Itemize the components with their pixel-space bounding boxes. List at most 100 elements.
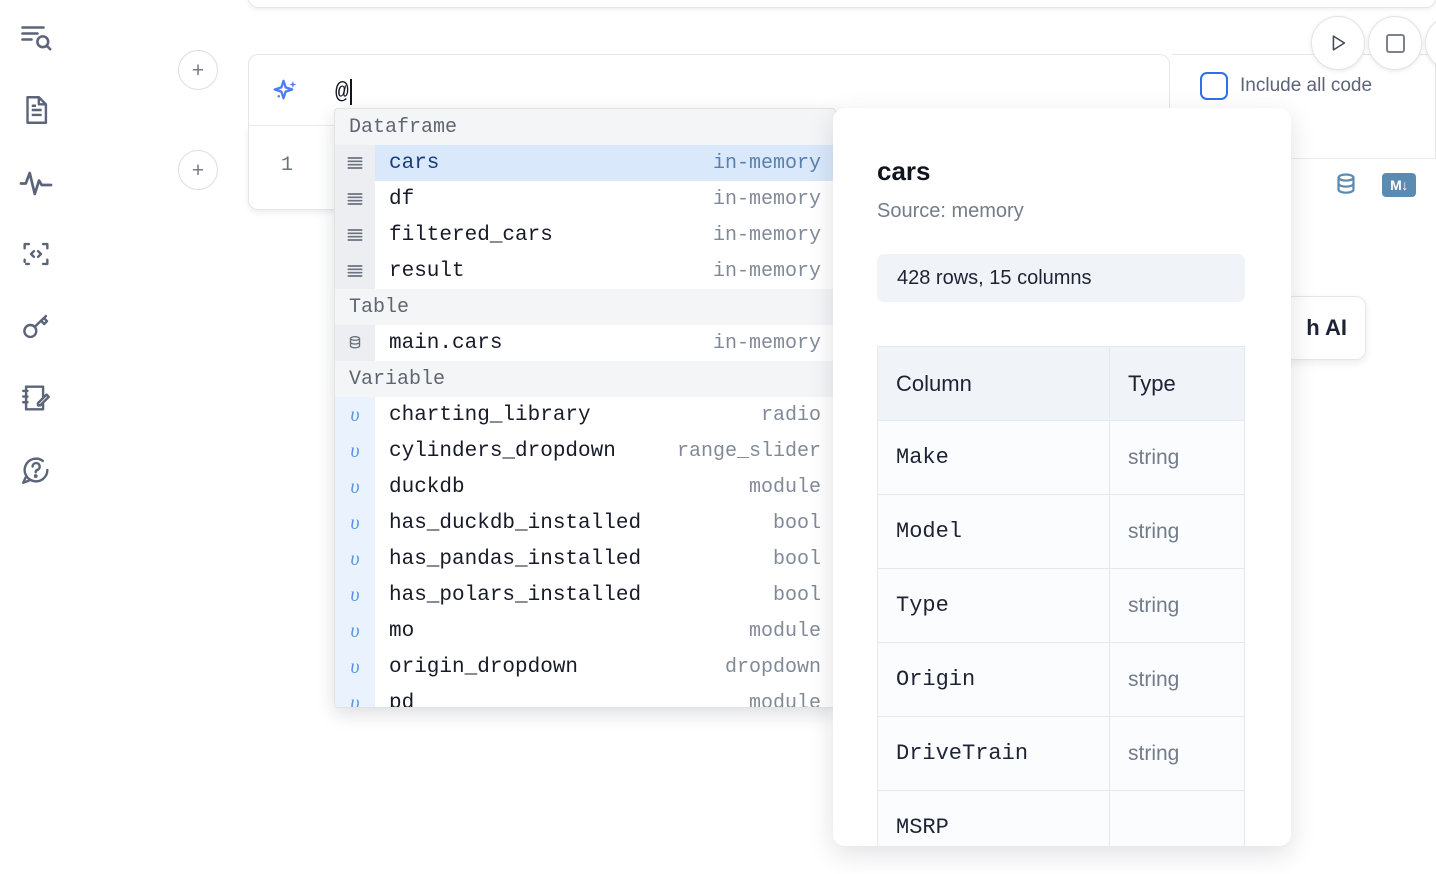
column-header-column: Column	[877, 346, 1109, 420]
autocomplete-item[interactable]: df in-memory	[335, 181, 835, 217]
scratchpad-edit-icon[interactable]	[14, 376, 58, 420]
variable-icon: υ	[335, 397, 375, 433]
autocomplete-item-kind: bool	[772, 583, 821, 607]
previous-cell	[248, 0, 1436, 8]
autocomplete-item-name: mo	[389, 619, 415, 643]
variable-icon: υ	[335, 577, 375, 613]
text-caret	[349, 79, 352, 105]
snippets-code-icon[interactable]	[14, 232, 58, 276]
autocomplete-item[interactable]: filtered_cars in-memory	[335, 217, 835, 253]
cell-column-type: string	[1109, 642, 1245, 716]
dataframe-rows-icon	[335, 181, 375, 217]
autocomplete-item-name: charting_library	[389, 403, 591, 427]
ai-prompt-input[interactable]: @	[335, 75, 352, 109]
cell-column-name: DriveTrain	[877, 716, 1109, 790]
stop-square-icon	[1385, 33, 1405, 53]
autocomplete-section-header: Dataframe	[335, 109, 835, 145]
cell-column-type: string	[1109, 494, 1245, 568]
autocomplete-item-name: has_duckdb_installed	[389, 511, 642, 535]
variable-icon: υ	[335, 433, 375, 469]
autocomplete-item-name: filtered_cars	[389, 223, 553, 247]
autocomplete-item-name: duckdb	[389, 475, 465, 499]
stop-button[interactable]	[1368, 16, 1422, 70]
variable-icon: υ	[335, 613, 375, 649]
autocomplete-item-kind: module	[748, 619, 821, 643]
add-cell-button-below[interactable]: +	[178, 150, 218, 190]
include-all-code-checkbox[interactable]	[1200, 72, 1228, 100]
variable-icon: υ	[335, 469, 375, 505]
autocomplete-item-kind: in-memory	[712, 151, 821, 175]
column-header-type: Type	[1109, 346, 1245, 420]
include-all-code-row[interactable]: Include all code	[1200, 72, 1372, 100]
autocomplete-item-name: main.cars	[389, 331, 503, 355]
autocomplete-item[interactable]: υ cylinders_dropdown range_slider	[335, 433, 835, 469]
doc-source: Source: memory	[877, 200, 1024, 222]
autocomplete-item-kind: module	[748, 691, 821, 708]
cell-column-type: string	[1109, 716, 1245, 790]
line-number: 1	[280, 154, 293, 177]
left-icon-rail	[0, 0, 72, 874]
doc-title: cars	[877, 156, 931, 186]
autocomplete-item-kind: in-memory	[712, 223, 821, 247]
database-table-icon	[335, 325, 375, 361]
cell-column-name: MSRP	[877, 790, 1109, 846]
autocomplete-item-kind: bool	[772, 547, 821, 571]
dataframe-rows-icon	[335, 253, 375, 289]
sparkle-ai-icon	[271, 77, 301, 107]
variable-icon: υ	[335, 505, 375, 541]
cell-column-name: Model	[877, 494, 1109, 568]
variable-icon: υ	[335, 541, 375, 577]
cell-column-type	[1109, 790, 1245, 846]
help-chat-icon[interactable]	[14, 448, 58, 492]
include-all-code-label: Include all code	[1240, 75, 1373, 96]
variable-icon: υ	[335, 649, 375, 685]
autocomplete-item-name: cars	[389, 151, 440, 175]
cell-column-name: Origin	[877, 642, 1109, 716]
autocomplete-item-name: result	[389, 259, 465, 283]
cell-column-type: string	[1109, 420, 1245, 494]
autocomplete-item-kind: in-memory	[712, 331, 821, 355]
documentation-panel: cars Source: memory 428 rows, 15 columns…	[833, 108, 1291, 846]
markdown-badge-icon[interactable]: M↓	[1382, 172, 1416, 197]
ai-prompt-value: @	[335, 79, 349, 105]
cell-column-name: Make	[877, 420, 1109, 494]
autocomplete-section-header: Table	[335, 289, 835, 325]
autocomplete-item-name: cylinders_dropdown	[389, 439, 616, 463]
dataframe-rows-icon	[335, 145, 375, 181]
cell-column-name: Type	[877, 568, 1109, 642]
autocomplete-section-header: Variable	[335, 361, 835, 397]
variable-icon: υ	[335, 685, 375, 707]
autocomplete-item[interactable]: cars in-memory	[335, 145, 835, 181]
add-cell-button-above[interactable]: +	[178, 50, 218, 90]
activity-pulse-icon[interactable]	[14, 160, 58, 204]
autocomplete-item[interactable]: main.cars in-memory	[335, 325, 835, 361]
autocomplete-item-kind: range_slider	[676, 439, 821, 463]
autocomplete-item-name: df	[389, 187, 415, 211]
autocomplete-item[interactable]: υ charting_library radio	[335, 397, 835, 433]
autocomplete-item-kind: in-memory	[712, 187, 821, 211]
database-icon[interactable]	[1332, 171, 1360, 199]
autocomplete-item-kind: radio	[760, 403, 821, 427]
secrets-key-icon[interactable]	[14, 304, 58, 348]
notebook-file-icon[interactable]	[14, 88, 58, 132]
run-button[interactable]	[1311, 16, 1365, 70]
cell-column-type: string	[1109, 568, 1245, 642]
explore-search-icon[interactable]	[14, 16, 58, 60]
